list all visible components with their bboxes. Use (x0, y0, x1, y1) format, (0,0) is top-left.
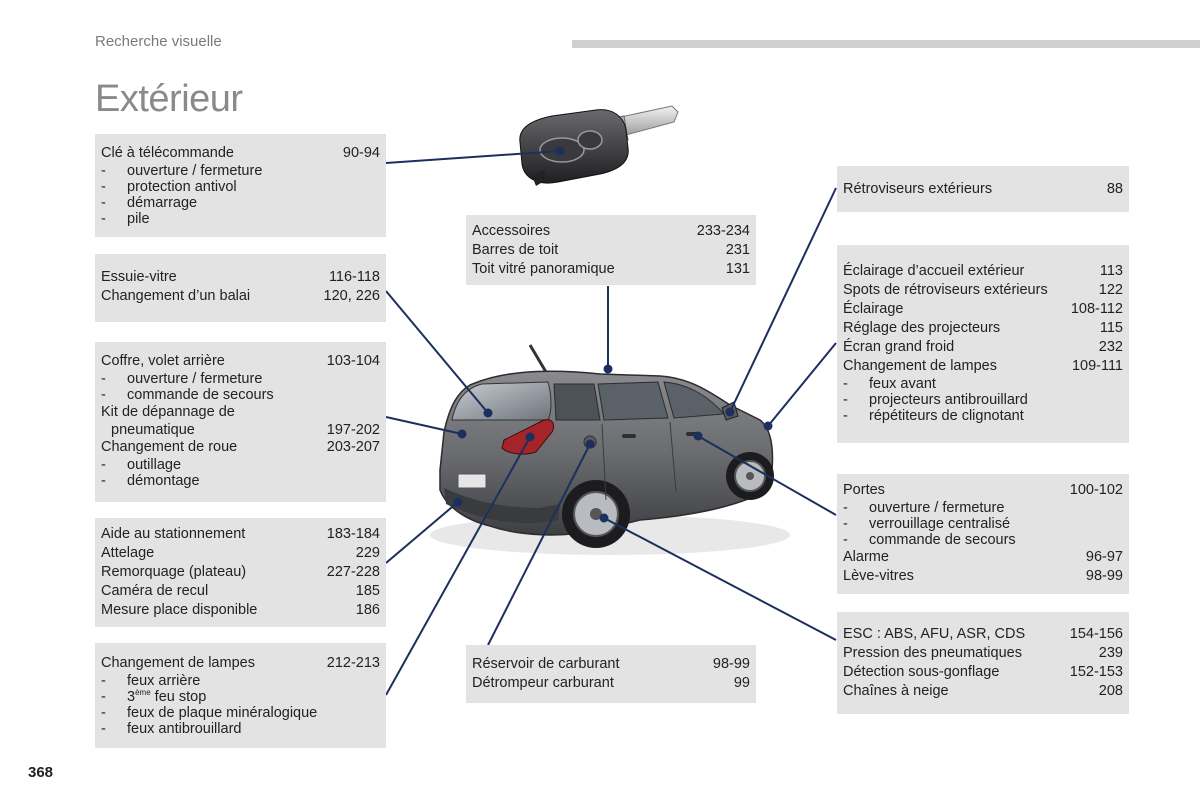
doors-subitem: -verrouillage centralisé (843, 516, 1011, 532)
wheel-subitem: -démontage (101, 473, 200, 489)
boot-subitem: -commande de secours (101, 387, 274, 403)
key-subitem: -pile (101, 211, 150, 227)
lighting-subitem: -feux avant (843, 376, 936, 392)
car-image (430, 344, 790, 555)
box-remote-key: Clé à télécommande 90-94 -ouverture / fe… (95, 134, 386, 237)
lighting-subitem: -répétiteurs de clignotant (843, 408, 1024, 424)
rear-lamps-subitem: -feux antibrouillard (101, 721, 242, 737)
lighting-subitem: -projecteurs antibrouillard (843, 392, 1028, 408)
doors-subitem: -ouverture / fermeture (843, 500, 1005, 516)
wheel-subitem: -outillage (101, 457, 182, 473)
leader-lines (385, 146, 837, 696)
key-row[interactable]: Clé à télécommande 90-94 (101, 145, 380, 161)
rear-lamps-subitem: -feux de plaque minéralogique (101, 705, 318, 721)
remote-key-image (519, 105, 679, 186)
header-bar (572, 40, 1200, 48)
page-number: 368 (28, 764, 54, 781)
doors-subitem: -commande de secours (843, 532, 1016, 548)
parking-row[interactable]: Remorquage (plateau)227-228 (101, 564, 380, 580)
boot-subitem: -ouverture / fermeture (101, 371, 263, 387)
key-subitem: -protection antivol (101, 179, 237, 195)
section-header: Recherche visuelle (95, 33, 222, 50)
key-subitem: -démarrage (101, 195, 198, 211)
rear-lamps-subitem: -3ème feu stop (101, 688, 207, 705)
rear-lamps-subitem: -feux arrière (101, 673, 201, 689)
kit-label-line1: Kit de dépannage de (101, 404, 235, 420)
page-title: Extérieur (95, 78, 243, 120)
key-subitem: -ouverture / fermeture (101, 163, 263, 179)
